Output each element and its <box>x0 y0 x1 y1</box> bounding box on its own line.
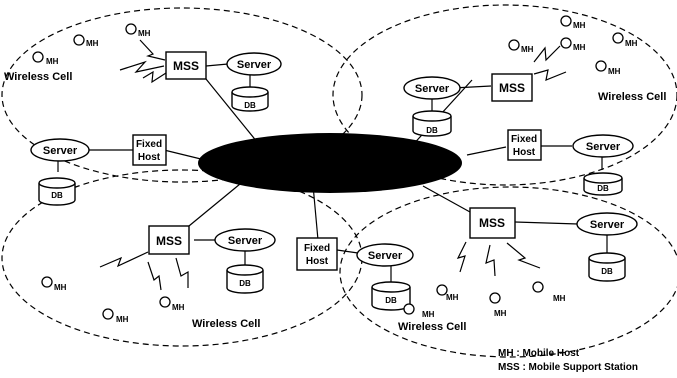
mss-label-bottom-right: MSS <box>479 216 505 230</box>
db-left: DB <box>38 177 76 206</box>
server-label-right: Server <box>586 141 621 153</box>
db-label-right: DB <box>597 184 609 193</box>
server-bottom-left <box>214 228 276 252</box>
backbone-links <box>163 78 507 241</box>
fixed-host-bottom <box>296 237 338 271</box>
wireless-cell-top-right <box>332 4 677 186</box>
mh-label: MH <box>625 39 638 48</box>
mss-box-bottom-right <box>469 207 516 239</box>
mh-label: MH <box>46 57 59 66</box>
mh-label: MH <box>446 293 459 302</box>
server-label-top-right: Server <box>415 83 450 95</box>
server-bottom-middle <box>356 243 414 267</box>
wireless-cell-label-top-left: Wireless Cell <box>4 71 72 83</box>
fixed-host-bottom-line2: Host <box>306 256 329 267</box>
legend-mh: MH : Mobile Host <box>498 348 580 359</box>
backbone-network <box>198 133 462 193</box>
mobile-hosts: MH MH MH MH MH MH MH MH MH MH MH MH MH M… <box>32 15 638 324</box>
server-label-bottom-right: Server <box>590 219 625 231</box>
mh-label: MH <box>494 309 507 318</box>
wireless-cell-label-bottom-right: Wireless Cell <box>398 321 466 333</box>
fixed-host-left-line2: Host <box>138 152 161 163</box>
db-label-bottom-middle: DB <box>385 296 397 305</box>
mh-label: MH <box>116 315 129 324</box>
mh-label: MH <box>172 303 185 312</box>
server-bottom-right <box>576 212 638 236</box>
mh-label: MH <box>608 67 621 76</box>
wireless-cell-bottom-right <box>339 186 677 358</box>
mss-box-bottom-left <box>148 225 190 255</box>
server-right <box>572 134 634 158</box>
db-label-left: DB <box>51 191 63 200</box>
mh-label: MH <box>573 21 586 30</box>
server-label-bottom-middle: Server <box>368 250 403 262</box>
server-label-top-left: Server <box>237 59 272 71</box>
mh-label: MH <box>422 310 435 319</box>
mss-label-bottom-left: MSS <box>156 234 182 248</box>
legend: MH : Mobile Host MSS : Mobile Support St… <box>498 348 638 373</box>
server-label-bottom-left: Server <box>228 235 263 247</box>
db-label-bottom-left: DB <box>239 279 251 288</box>
wireless-cell-label-top-right: Wireless Cell <box>598 91 666 103</box>
mh-label: MH <box>553 294 566 303</box>
db-right: DB <box>583 172 623 196</box>
db-bottom-right: DB <box>588 252 626 282</box>
db-bottom-left: DB <box>226 264 264 294</box>
fixed-host-right <box>507 129 542 161</box>
mh-label: MH <box>573 43 586 52</box>
fixed-host-right-line2: Host <box>513 147 536 158</box>
mss-label-top-left: MSS <box>173 59 199 73</box>
mss-label-top-right: MSS <box>499 81 525 95</box>
db-label-bottom-right: DB <box>601 267 613 276</box>
db-top-left: DB <box>231 86 269 112</box>
mh-label: MH <box>138 29 151 38</box>
db-label-top-left: DB <box>244 101 256 110</box>
db-bottom-middle: DB <box>371 281 411 311</box>
server-top-right <box>403 76 461 100</box>
wireless-cell-top-left <box>1 7 363 183</box>
fixed-host-bottom-line1: Fixed <box>304 243 330 254</box>
fixed-host-right-line1: Fixed <box>511 134 537 145</box>
mh-label: MH <box>86 39 99 48</box>
wireless-signal-icons <box>99 39 567 291</box>
fixed-host-left-line1: Fixed <box>136 139 162 150</box>
mss-box-top-right <box>491 73 533 102</box>
legend-mss: MSS : Mobile Support Station <box>498 362 638 373</box>
server-top-left <box>226 52 282 76</box>
fixed-host-left <box>132 134 167 166</box>
db-top-right: DB <box>412 110 452 137</box>
mss-box-top-left <box>165 51 207 80</box>
mh-label: MH <box>521 45 534 54</box>
server-left <box>30 138 90 162</box>
server-label-left: Server <box>43 145 78 157</box>
db-label-top-right: DB <box>426 126 438 135</box>
mh-label: MH <box>54 283 67 292</box>
wireless-cell-label-bottom-left: Wireless Cell <box>192 318 260 330</box>
